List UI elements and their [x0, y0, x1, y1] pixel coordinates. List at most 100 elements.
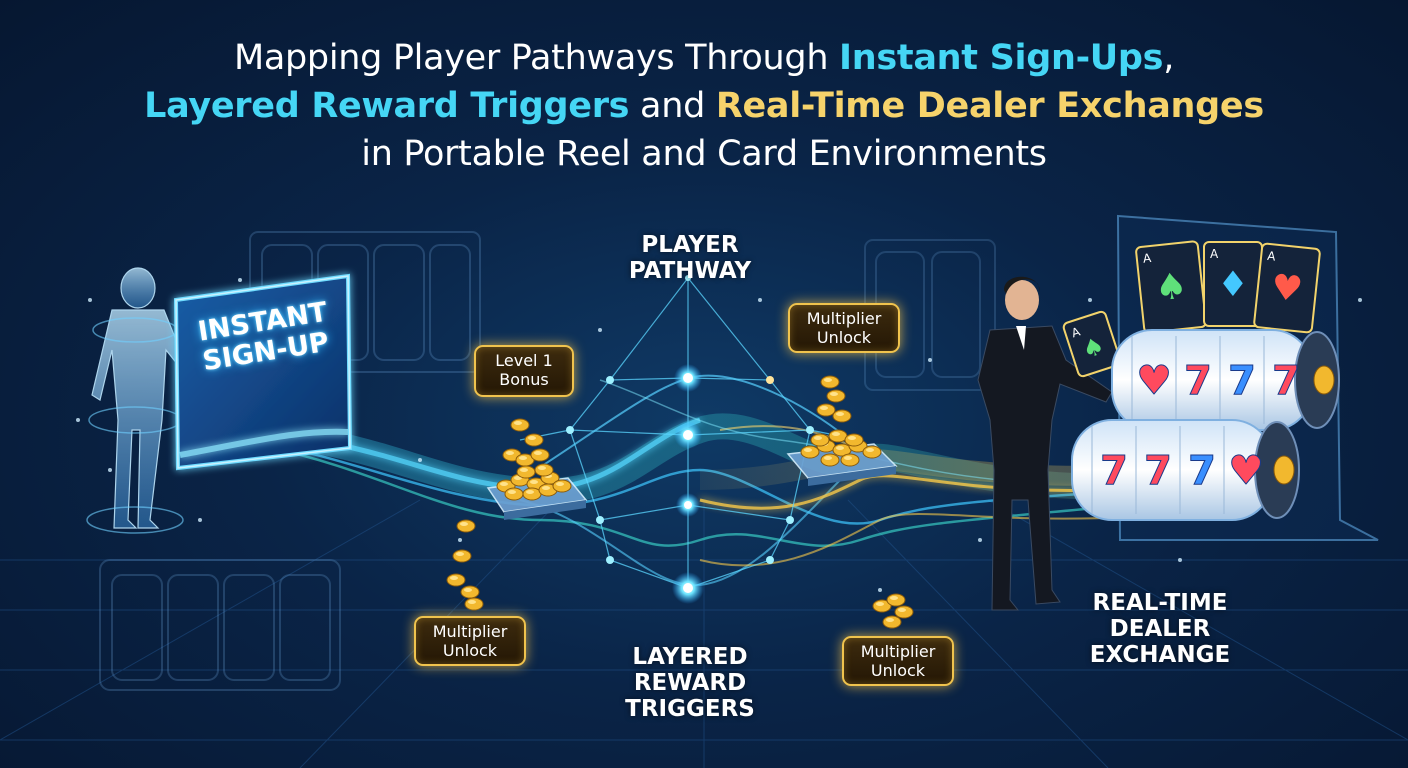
playing-card: ♥A	[1253, 242, 1321, 334]
coin-icon	[862, 445, 882, 459]
sparkle	[88, 298, 92, 302]
title-line-3: in Portable Reel and Card Environments	[361, 134, 1047, 174]
sparkle	[1178, 558, 1182, 562]
playing-cards: ♠A♦A♥A♠A	[1062, 240, 1321, 378]
coin-icon	[828, 429, 848, 443]
title-line-2: Layered Reward Triggers and Real-Time De…	[144, 86, 1264, 126]
sparkle	[598, 328, 602, 332]
reel-symbol-icon: 7	[1100, 448, 1128, 494]
coin-highlight	[500, 482, 508, 486]
reel-symbol-icon: 7	[1228, 358, 1256, 404]
coin-icon	[504, 487, 524, 501]
coin-highlight	[506, 451, 514, 455]
sparkle	[76, 418, 80, 422]
real-time-dealer-exchange-label: REAL-TIME DEALER EXCHANGE	[1089, 590, 1231, 668]
title-line-1: Mapping Player Pathways Through Instant …	[233, 38, 1175, 78]
coin-highlight	[526, 490, 534, 494]
coin-icon	[516, 465, 536, 479]
coin-highlight	[460, 522, 468, 526]
coin-icon	[820, 453, 840, 467]
reel-symbol-icon: ♥	[1136, 358, 1172, 404]
coin-highlight	[508, 490, 516, 494]
coin-icon	[844, 433, 864, 447]
coin-icon	[510, 418, 530, 432]
coin-icon	[816, 403, 836, 417]
coin-highlight	[530, 480, 538, 484]
coin-icon	[810, 433, 830, 447]
playing-card: ♠A	[1135, 240, 1207, 334]
multiplier-unlock-badge-left: Multiplier Unlock	[414, 616, 526, 666]
playing-card: ♦A	[1203, 241, 1263, 327]
coin-icon	[894, 605, 914, 619]
coin-icon	[552, 479, 572, 493]
coin-highlight	[468, 600, 476, 604]
playing-card: ♠A	[1062, 310, 1122, 378]
reel-symbol-icon: 7	[1184, 358, 1212, 404]
card-rank: A	[1210, 247, 1219, 261]
coin-icon	[456, 519, 476, 533]
sparkle	[458, 538, 462, 542]
coin-highlight	[824, 456, 832, 460]
coin-icon	[882, 615, 902, 629]
coin-highlight	[836, 446, 844, 450]
coin-highlight	[542, 486, 550, 490]
coin-highlight	[824, 378, 832, 382]
reel-symbol-icon: 7	[1144, 448, 1172, 494]
gold-coins	[446, 375, 914, 629]
coin-highlight	[844, 456, 852, 460]
coin-icon	[534, 463, 554, 477]
coin-icon	[886, 593, 906, 607]
sparkle	[978, 538, 982, 542]
coin-icon	[530, 448, 550, 462]
coin-highlight	[814, 436, 822, 440]
coin-highlight	[514, 421, 522, 425]
dealer-figure	[977, 276, 1113, 611]
multiplier-unlock-badge-top: Multiplier Unlock	[788, 303, 900, 353]
card-rank: A	[1142, 251, 1152, 266]
coin-icon	[524, 433, 544, 447]
layered-reward-triggers-label: LAYERED REWARD TRIGGERS	[625, 644, 755, 722]
sparkles	[76, 278, 1362, 592]
reel-knob	[1313, 365, 1335, 395]
coin-icon	[832, 409, 852, 423]
sparkle	[878, 588, 882, 592]
coin-highlight	[866, 448, 874, 452]
card-face	[1062, 310, 1122, 378]
card-suit-icon: ♠	[1153, 265, 1189, 309]
coin-highlight	[534, 451, 542, 455]
coin-highlight	[820, 406, 828, 410]
coin-icon	[800, 445, 820, 459]
sparkle	[198, 518, 202, 522]
sparkle	[238, 278, 242, 282]
coin-highlight	[519, 456, 527, 460]
coin-icon	[446, 573, 466, 587]
background-reel-panel-left-bottom	[99, 559, 341, 691]
coin-icon	[464, 597, 484, 611]
reel-symbol-icon: ♥	[1228, 448, 1264, 494]
reel-knob	[1273, 455, 1295, 485]
coin-highlight	[876, 602, 884, 606]
coin-highlight	[830, 392, 838, 396]
sparkle	[418, 458, 422, 462]
coin-highlight	[520, 468, 528, 472]
coin-highlight	[556, 482, 564, 486]
coin-icon	[826, 389, 846, 403]
card-rank: A	[1267, 249, 1277, 264]
card-suit-icon: ♥	[1269, 267, 1304, 310]
coin-highlight	[832, 432, 840, 436]
coin-highlight	[848, 436, 856, 440]
coin-highlight	[890, 596, 898, 600]
coin-icon	[460, 585, 480, 599]
coin-highlight	[898, 608, 906, 612]
instant-signup-screen	[173, 273, 353, 471]
coin-icon	[840, 453, 860, 467]
coin-highlight	[886, 618, 894, 622]
page-title: Mapping Player Pathways Through Instant …	[0, 34, 1408, 178]
card-face	[1253, 242, 1321, 334]
coin-highlight	[456, 552, 464, 556]
multiplier-unlock-badge-right: Multiplier Unlock	[842, 636, 954, 686]
sparkle	[1088, 298, 1092, 302]
sparkle	[1358, 298, 1362, 302]
